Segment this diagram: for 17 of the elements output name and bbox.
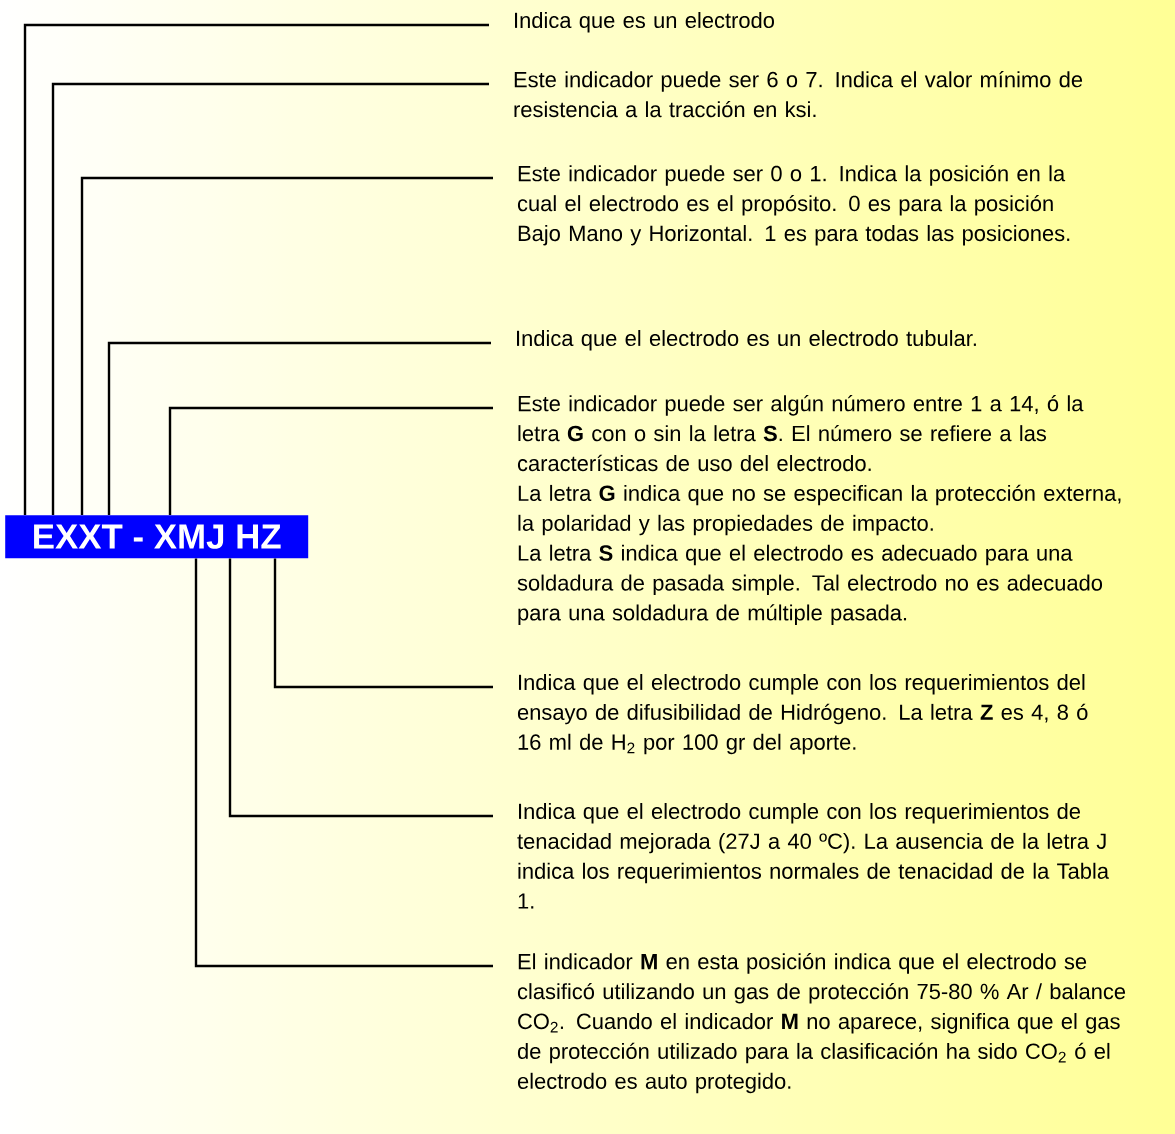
description-text: Indica que el electrodo es un electrodo tubular. [517,330,976,351]
leader-line [168,406,493,515]
leader-line [80,176,493,515]
leader-line [194,558,493,968]
leader-line [273,558,493,689]
description-text: Este indicador puede ser 0 o 1. Indica la posición en la cual el electrodo es el propósito. 0 es para la posición Bajo Mano y Horizontal. 1 es para todas las posiciones. [517,165,1070,246]
code-box: EXXT - XMJ HZ [5,515,309,559]
description-text: Indica que el electrodo cumple con los requerimientos del ensayo de difusibilidad de Hidrógeno. La letra Z es 4, 8 ó 16 ml de H$_{2}$ por 100 gr del aporte. [517,674,1088,755]
leader-line [23,23,489,515]
leader-line [51,82,489,515]
description-text: Este indicador puede ser 6 o 7. Indica el valor mínimo de resistencia a la tracción en ksi. [514,71,1083,118]
description-text: El indicador M en esta posición indica que el electrodo se clasificó utilizando un gas de protección 75-80 % Ar / balance CO$_{2}$. Cuando el indicador M no aparece, significa que el gas de protección utilizado para la clasificación ha sido CO$_{2}$ ó el electrodo es auto protegido. [517,953,1126,1094]
description-text: Este indicador puede ser algún número entre 1 a 14, ó la letra G con o sin la letra S. El número se refiere a las características de uso del electrodo. La letra G indica que no se especifican la protección externa, la polaridad y las propiedades de impacto. La letra S indica que el electrodo es adecuado para una soldadura de pasada simple. Tal electrodo no es adecuado para una soldadura de múltiple pasada. [517,395,1121,625]
description-text: Indica que es un electrodo [515,12,774,33]
description-text: Indica que el electrodo cumple con los requerimientos de tenacidad mejorada (27J a 40 ºC). La ausencia de la letra J indica los requerimientos normales de tenacidad de la Tabla 1. [517,803,1109,909]
leader-line [228,558,493,818]
leader-line [107,341,491,515]
